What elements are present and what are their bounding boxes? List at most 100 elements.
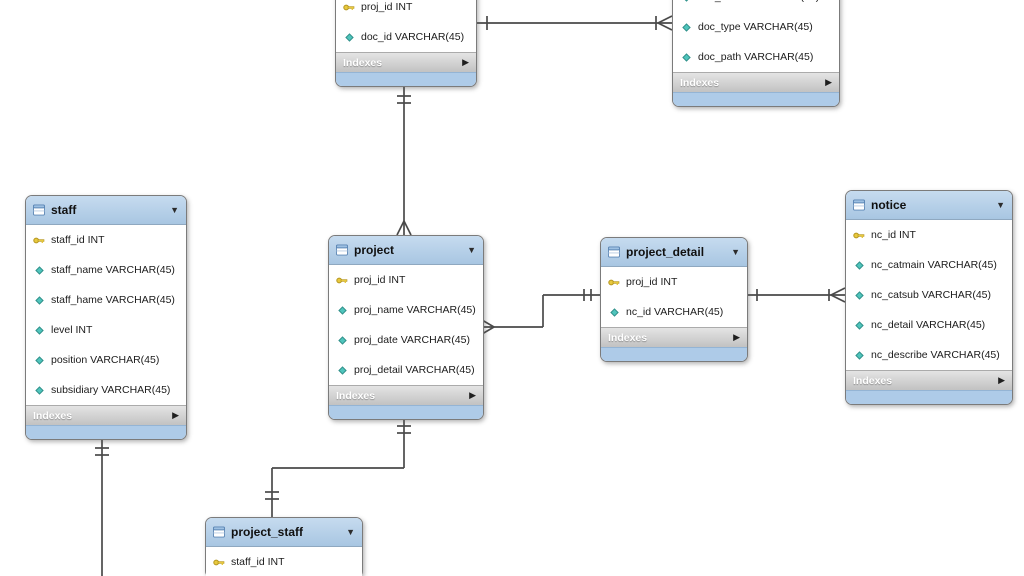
column-row[interactable]: proj_id INT	[601, 267, 747, 297]
column-label: proj_id INT	[626, 276, 678, 288]
column-label: proj_date VARCHAR(45)	[354, 334, 470, 346]
chevron-down-icon[interactable]: ▼	[170, 204, 179, 215]
db-table-notice[interactable]: notice ▼ nc_id INT nc_catmain VARCHAR(45)…	[845, 190, 1013, 405]
attribute-diamond-icon	[853, 349, 865, 361]
indexes-label: Indexes	[853, 374, 893, 387]
column-row[interactable]: position VARCHAR(45)	[26, 345, 186, 375]
attribute-diamond-icon	[33, 264, 45, 276]
key-icon	[853, 229, 865, 241]
column-label: position VARCHAR(45)	[51, 354, 160, 366]
table-icon	[608, 246, 620, 258]
column-label: nc_detail VARCHAR(45)	[871, 319, 986, 331]
table-header[interactable]: notice ▼	[846, 191, 1012, 220]
column-row[interactable]: nc_detail VARCHAR(45)	[846, 310, 1012, 340]
table-header[interactable]: staff ▼	[26, 196, 186, 225]
table-rows: proj_id INT doc_id VARCHAR(45)	[336, 0, 476, 52]
column-row[interactable]: nc_catsub VARCHAR(45)	[846, 280, 1012, 310]
indexes-bar[interactable]: Indexes ▶	[673, 72, 839, 92]
indexes-bar[interactable]: Indexes ▶	[329, 385, 483, 405]
column-row[interactable]: subsidiary VARCHAR(45)	[26, 375, 186, 405]
table-footer	[673, 92, 839, 106]
db-table-table-top-right-partial[interactable]: doc_name VARCHAR(45) doc_type VARCHAR(45)…	[672, 0, 840, 107]
table-footer	[601, 347, 747, 361]
column-label: staff_hame VARCHAR(45)	[51, 294, 175, 306]
chevron-right-icon[interactable]: ▶	[998, 375, 1005, 385]
column-label: level INT	[51, 324, 93, 336]
column-row[interactable]: staff_id INT	[26, 225, 186, 255]
column-row[interactable]: staff_id INT	[206, 547, 362, 576]
connector-project-detail-to-notice[interactable]	[746, 287, 846, 303]
indexes-label: Indexes	[33, 409, 73, 422]
connector-topleft-to-project[interactable]	[396, 86, 412, 236]
table-footer	[336, 72, 476, 86]
chevron-down-icon[interactable]: ▼	[731, 246, 740, 257]
table-icon	[336, 244, 348, 256]
column-label: nc_catmain VARCHAR(45)	[871, 259, 997, 271]
table-header[interactable]: project ▼	[329, 236, 483, 265]
indexes-label: Indexes	[680, 76, 720, 89]
attribute-diamond-icon	[336, 334, 348, 346]
column-row[interactable]: proj_detail VARCHAR(45)	[329, 355, 483, 385]
column-row[interactable]: doc_path VARCHAR(45)	[673, 42, 839, 72]
table-icon	[33, 204, 45, 216]
attribute-diamond-icon	[608, 306, 620, 318]
indexes-bar[interactable]: Indexes ▶	[846, 370, 1012, 390]
column-row[interactable]: doc_type VARCHAR(45)	[673, 12, 839, 42]
column-label: doc_type VARCHAR(45)	[698, 21, 813, 33]
column-label: nc_describe VARCHAR(45)	[871, 349, 1000, 361]
chevron-right-icon[interactable]: ▶	[825, 77, 832, 87]
attribute-diamond-icon	[336, 304, 348, 316]
table-title: staff	[51, 203, 77, 217]
chevron-right-icon[interactable]: ▶	[172, 410, 179, 420]
attribute-diamond-icon	[853, 259, 865, 271]
column-row[interactable]: staff_name VARCHAR(45)	[26, 255, 186, 285]
db-table-project_detail[interactable]: project_detail ▼ proj_id INT nc_id VARCHA…	[600, 237, 748, 362]
attribute-diamond-icon	[853, 289, 865, 301]
indexes-bar[interactable]: Indexes ▶	[601, 327, 747, 347]
column-row[interactable]: proj_date VARCHAR(45)	[329, 325, 483, 355]
connector-topleft-to-doc[interactable]	[475, 15, 673, 31]
column-row[interactable]: nc_id INT	[846, 220, 1012, 250]
indexes-bar[interactable]: Indexes ▶	[336, 52, 476, 72]
attribute-diamond-icon	[33, 354, 45, 366]
table-rows: nc_id INT nc_catmain VARCHAR(45) nc_catsub…	[846, 220, 1012, 370]
chevron-right-icon[interactable]: ▶	[469, 390, 476, 400]
chevron-right-icon[interactable]: ▶	[733, 332, 740, 342]
column-row[interactable]: doc_name VARCHAR(45)	[673, 0, 839, 12]
chevron-down-icon[interactable]: ▼	[467, 244, 476, 255]
column-row[interactable]: doc_id VARCHAR(45)	[336, 22, 476, 52]
connector-project-to-project-staff[interactable]	[265, 418, 411, 517]
attribute-diamond-icon	[680, 21, 692, 33]
column-label: staff_id INT	[231, 556, 285, 568]
connector-staff-down[interactable]	[95, 438, 109, 576]
connector-project-to-project-detail[interactable]	[481, 289, 600, 335]
indexes-label: Indexes	[608, 331, 648, 344]
attribute-diamond-icon	[33, 294, 45, 306]
column-label: subsidiary VARCHAR(45)	[51, 384, 171, 396]
table-header[interactable]: project_staff ▼	[206, 518, 362, 547]
chevron-right-icon[interactable]: ▶	[462, 57, 469, 67]
table-rows: proj_id INT nc_id VARCHAR(45)	[601, 267, 747, 327]
column-row[interactable]: proj_name VARCHAR(45)	[329, 295, 483, 325]
table-header[interactable]: project_detail ▼	[601, 238, 747, 267]
chevron-down-icon[interactable]: ▼	[996, 199, 1005, 210]
attribute-diamond-icon	[33, 324, 45, 336]
table-title: notice	[871, 198, 907, 212]
column-row[interactable]: nc_describe VARCHAR(45)	[846, 340, 1012, 370]
column-row[interactable]: proj_id INT	[329, 265, 483, 295]
column-row[interactable]: nc_id VARCHAR(45)	[601, 297, 747, 327]
indexes-bar[interactable]: Indexes ▶	[26, 405, 186, 425]
column-row[interactable]: level INT	[26, 315, 186, 345]
db-table-table-top-left-partial[interactable]: proj_id INT doc_id VARCHAR(45) Indexes ▶	[335, 0, 477, 87]
column-label: doc_path VARCHAR(45)	[698, 51, 814, 63]
db-table-project_staff[interactable]: project_staff ▼ staff_id INT	[205, 517, 363, 576]
column-row[interactable]: staff_hame VARCHAR(45)	[26, 285, 186, 315]
column-row[interactable]: proj_id INT	[336, 0, 476, 22]
column-label: nc_catsub VARCHAR(45)	[871, 289, 992, 301]
column-row[interactable]: nc_catmain VARCHAR(45)	[846, 250, 1012, 280]
chevron-down-icon[interactable]: ▼	[346, 526, 355, 537]
column-label: doc_id VARCHAR(45)	[361, 31, 465, 43]
